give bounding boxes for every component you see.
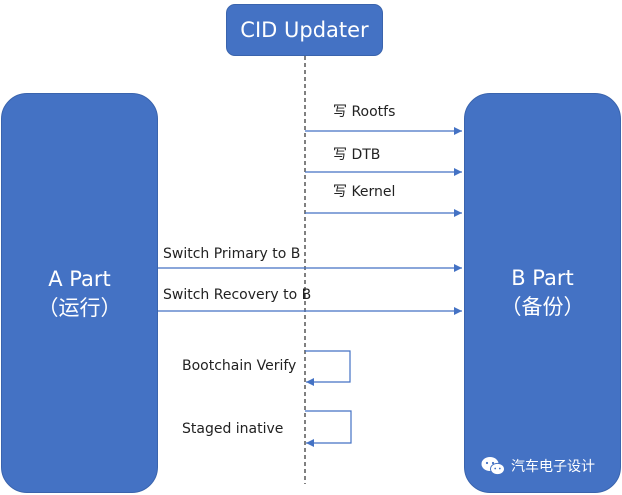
msg-write-kernel: 写 Kernel (333, 184, 396, 200)
watermark: 汽车电子设计 (481, 456, 595, 476)
a-part-label: A Part （运行） (2, 265, 157, 323)
b-part-box: B Part （备份） (464, 93, 621, 493)
a-part-status: （运行） (37, 296, 122, 320)
b-part-title: B Part (511, 266, 574, 290)
msg-write-rootfs: 写 Rootfs (333, 104, 396, 120)
arrow-bootchain-verify (305, 350, 351, 386)
msg-staged-inactive: Staged inative (182, 421, 284, 437)
watermark-text: 汽车电子设计 (511, 459, 595, 475)
arrow-staged-inactive (305, 410, 352, 447)
msg-write-dtb: 写 DTB (333, 147, 381, 163)
msg-switch-recovery: Switch Recovery to B (163, 287, 312, 303)
cid-updater-box: CID Updater (226, 4, 383, 56)
cid-updater-label: CID Updater (240, 18, 369, 42)
b-part-label: B Part （备份） (465, 264, 620, 322)
a-part-box: A Part （运行） (1, 93, 158, 493)
a-part-title: A Part (48, 267, 111, 291)
b-part-status: （备份） (500, 295, 585, 319)
msg-switch-primary: Switch Primary to B (163, 246, 301, 262)
msg-bootchain-verify: Bootchain Verify (182, 358, 297, 374)
wechat-icon (481, 457, 505, 476)
